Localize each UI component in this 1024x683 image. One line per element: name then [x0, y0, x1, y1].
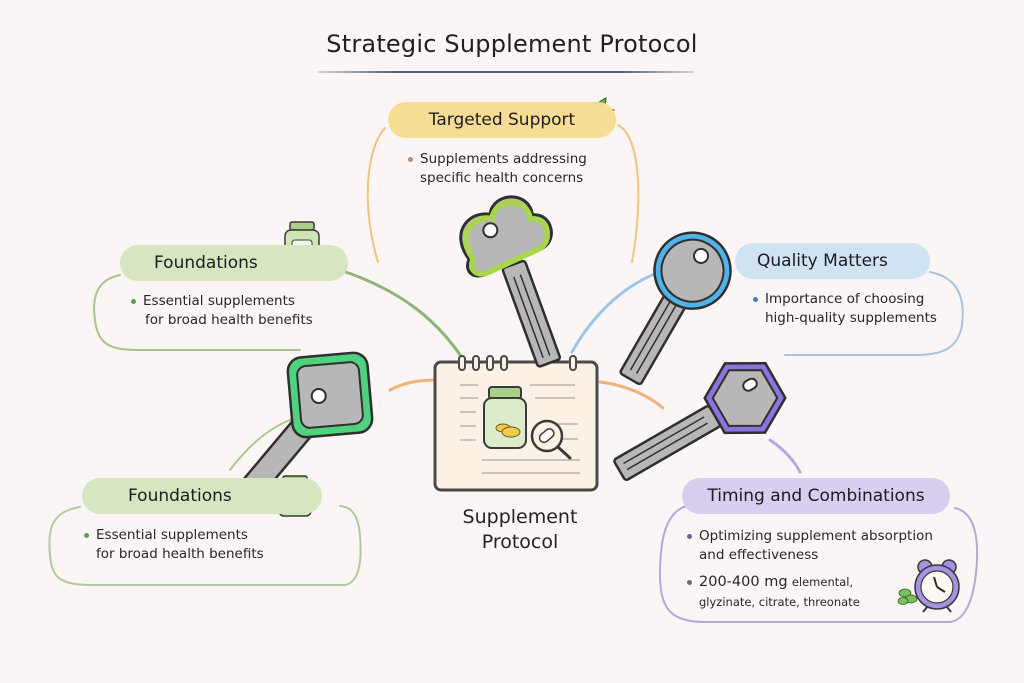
- bullet-dot: [408, 157, 413, 162]
- bullet-line: Supplements addressing: [420, 151, 587, 167]
- bullet-line: Importance of choosing: [765, 291, 925, 307]
- key-timing-icon: [613, 361, 787, 482]
- card-outline-timing: [658, 504, 979, 623]
- connector-orange-right: [598, 380, 665, 410]
- bullet-line: 200-400 mg elemental,: [699, 573, 860, 592]
- bullet-line: glyzinate, citrate, threonate: [699, 595, 860, 609]
- center-label: Supplement Protocol: [420, 505, 620, 555]
- node-bullet-foundations-top: Essential supplements for broad health b…: [131, 292, 313, 330]
- bullet-line: and effectiveness: [699, 547, 819, 563]
- node-bullet-timing-1: Optimizing supplement absorption and eff…: [687, 527, 933, 565]
- dosage-text: 200-400 mg: [699, 574, 788, 590]
- bullet-line: Essential supplements: [143, 293, 295, 309]
- connector-foundations-bottom: [229, 419, 291, 471]
- center-label-line: Protocol: [481, 531, 559, 553]
- node-title-text: Foundations: [128, 486, 232, 506]
- bullet-line: Optimizing supplement absorption: [699, 528, 933, 544]
- bullet-line: Essential supplements: [96, 527, 248, 543]
- connector-orange-left: [388, 378, 440, 392]
- node-bullet-timing-2: 200-400 mg elemental, glyzinate, citrate…: [687, 573, 860, 613]
- card-outline-foundations-top: [93, 274, 301, 351]
- node-title-text: Quality Matters: [757, 251, 888, 271]
- key-targeted-support-icon: [459, 195, 562, 368]
- node-bullet-quality: Importance of choosing high-quality supp…: [753, 290, 937, 328]
- node-bullet-targeted-support: Supplements addressing specific health c…: [408, 150, 587, 188]
- alarm-clock-icon: [897, 559, 960, 613]
- connector-foundations-top: [338, 268, 472, 372]
- node-title-targeted-support[interactable]: Targeted Support: [388, 102, 616, 138]
- node-title-text: Targeted Support: [428, 110, 576, 130]
- bullet-dot: [84, 533, 89, 538]
- notepad-rings: [458, 355, 577, 371]
- connectors: [229, 124, 802, 474]
- node-title-foundations-bottom[interactable]: Foundations: [82, 478, 322, 514]
- node-title-timing[interactable]: Timing and Combinations: [682, 478, 950, 514]
- card-outline-foundations-bottom: [48, 505, 362, 586]
- node-title-text: Foundations: [154, 253, 258, 273]
- notepad-icon: [433, 355, 599, 492]
- supplement-bottle-icon: [483, 386, 527, 449]
- connector-quality: [570, 268, 667, 354]
- notepad-lines: [460, 384, 580, 474]
- bullet-dot: [687, 580, 692, 585]
- connector-targeted-support-left: [366, 127, 386, 263]
- magnifier-pill-icon: [530, 419, 572, 460]
- key-quality-icon: [619, 231, 732, 386]
- bullet-line: specific health concerns: [420, 170, 584, 186]
- node-title-foundations-top[interactable]: Foundations: [120, 245, 348, 281]
- bullet-dot: [687, 534, 692, 539]
- title-underline: [318, 71, 694, 73]
- bullet-line: for broad health benefits: [145, 312, 313, 328]
- card-outline-quality: [784, 271, 964, 356]
- diagram-title: Strategic Supplement Protocol: [326, 30, 698, 58]
- key-foundations-icon: [240, 351, 374, 499]
- connector-timing: [768, 438, 802, 474]
- center-label-line: Supplement: [462, 506, 578, 528]
- node-title-quality[interactable]: Quality Matters: [735, 243, 930, 279]
- bullet-dot: [753, 297, 758, 302]
- card-outlines: [48, 271, 979, 623]
- bullet-line: high-quality supplements: [765, 310, 937, 326]
- bullet-dot: [131, 299, 136, 304]
- node-title-text: Timing and Combinations: [707, 486, 925, 506]
- dosage-qualifier: elemental,: [791, 575, 854, 589]
- bullet-line: for broad health benefits: [96, 546, 264, 562]
- herb-leaves-icon: [897, 588, 918, 605]
- connector-targeted-support-right: [617, 124, 640, 263]
- node-bullet-foundations-bottom: Essential supplements for broad health b…: [84, 526, 264, 564]
